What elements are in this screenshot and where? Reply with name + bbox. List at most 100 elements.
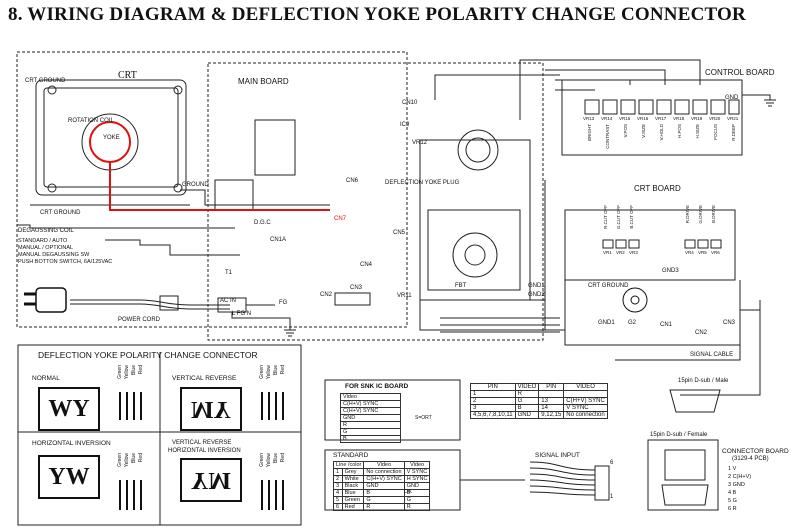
vert-rev-hor-inv-label-2: HORIZONTAL INVERSION <box>168 448 241 454</box>
standard-cell: 3 <box>333 482 343 490</box>
cn3-crt-label: CN3 <box>723 320 736 326</box>
standard-cell: 4 <box>333 489 343 497</box>
standard-cell: Blue <box>341 489 365 497</box>
standard-col-video-2: Video <box>403 461 431 469</box>
degaussing-coil-label: DEGAUSSING COIL <box>18 228 74 234</box>
standard-cell: G <box>403 496 431 504</box>
connector-board-sub-label: (3129-4 PCB) <box>732 456 769 462</box>
pot-function-label: H.POS <box>677 124 682 139</box>
control-board-label: CONTROL BOARD <box>705 68 775 77</box>
snk-row: R <box>340 421 401 429</box>
snk-cell: Video <box>340 393 401 401</box>
pot-id-label: VR15 <box>619 116 631 121</box>
snk-row: C(H+V) SYNC <box>340 400 401 408</box>
g2-label: G2 <box>628 320 637 326</box>
gnd2-main-label: GND2 <box>528 292 545 298</box>
pot-id-label: VR20 <box>709 116 721 121</box>
crt-label: CRT <box>118 70 137 81</box>
main-board-label: MAIN BOARD <box>238 77 289 86</box>
snk-row: B <box>340 435 401 443</box>
vert-rev-hor-inv-label-1: VERTICAL REVERSE <box>172 440 232 446</box>
standard-cell: R <box>363 503 405 511</box>
pin-table-cell: 1 <box>470 390 516 398</box>
polarity-code-normal: WY <box>38 387 100 431</box>
snk-cell: G <box>340 428 401 436</box>
drive-label: R.DRIVE <box>685 205 690 224</box>
snk-cell: B <box>340 435 401 443</box>
signal-input-label: SIGNAL INPUT <box>535 452 580 459</box>
cutoff-label: B.CUT OFF <box>629 205 634 229</box>
cn2-label: CN2 <box>320 292 333 298</box>
pot-id-label: VR16 <box>637 116 649 121</box>
wire-color-label: Green <box>117 365 123 379</box>
pot-function-label: BRIGHT <box>587 124 592 142</box>
pin-table-cell: G <box>514 397 540 405</box>
cn4-label: CN4 <box>360 262 373 268</box>
standard-col-video-1: Video <box>363 461 405 469</box>
polarity-code-both: YM <box>180 458 242 502</box>
cn10-label: CN10 <box>402 100 418 106</box>
pin6-label: 6 <box>610 460 614 466</box>
wire-color-label: Green <box>259 453 265 467</box>
pot-function-label: FOCUS <box>713 124 718 140</box>
connector-pin-label: 1 V <box>728 466 737 472</box>
standard-cell: 6 <box>333 503 343 511</box>
snk-row: G <box>340 428 401 436</box>
connector-board-label: CONNECTOR BOARD <box>722 448 789 455</box>
standard-cell: Black <box>341 482 365 490</box>
pot-id-label: VR21 <box>727 116 739 121</box>
horizontal-inversion-label: HORIZONTAL INVERSION <box>32 440 111 447</box>
gnd3-label: GND3 <box>662 268 679 274</box>
cn5-label: CN5 <box>393 230 406 236</box>
wire-color-label: Yellow <box>266 365 272 380</box>
signal-cable-label: SIGNAL CABLE <box>690 352 734 358</box>
standard-cell: R <box>403 503 431 511</box>
wire-color-label: Green <box>259 365 265 379</box>
rotation-coil-label: ROTATION COIL <box>68 118 114 124</box>
pin-table-cell: 3 <box>470 404 516 412</box>
snk-short-label: S=ORT <box>415 415 432 421</box>
power-cord-label: POWER CORD <box>118 317 160 323</box>
pin-table-header: VIDEO <box>563 383 608 391</box>
pot-function-label: H.SIZE <box>695 124 700 139</box>
pin-table-header: PIN <box>538 383 565 391</box>
dsub-female-label: 15pin D-sub / Female <box>650 432 708 438</box>
normal-label: NORMAL <box>32 375 60 382</box>
standard-cell: Green <box>341 496 365 504</box>
crt-socket-icon <box>622 287 648 313</box>
ground-label: GROUND <box>182 182 209 188</box>
snk-cell: C(H+V) SYNC <box>340 400 401 408</box>
vr12-label: VR12 <box>412 140 428 146</box>
page-title: 8. WIRING DIAGRAM & DEFLECTION YOKE POLA… <box>8 4 746 25</box>
standard-heading: STANDARD <box>333 452 369 459</box>
standard-cell: H SYNC <box>403 475 431 483</box>
snk-heading: FOR SNK IC BOARD <box>345 383 409 390</box>
cn2-crt-label: CN2 <box>695 330 708 336</box>
snk-row: GND <box>340 414 401 422</box>
pot-id-label: VR13 <box>583 116 595 121</box>
pot-function-label: V.SIZE <box>641 124 646 138</box>
pin-table-cell: V SYNC <box>563 404 608 412</box>
standard-cell: G <box>363 496 405 504</box>
connector-pin-label: 2 C(H+V) <box>728 474 752 480</box>
pin-table-cell: 4,5,6,7,8,10,11 <box>470 411 516 419</box>
connector-pin-label: 5 G <box>728 498 737 504</box>
snk-cell: R <box>340 421 401 429</box>
cutoff-label: G.CUT OFF <box>616 205 621 230</box>
standard-cell: C(H+V) SYNC <box>363 475 405 483</box>
standard-cell: Grey <box>341 468 365 476</box>
pin-table-cell <box>563 390 608 398</box>
cutoff-label: R.CUT OFF <box>603 205 608 229</box>
standard-cell: White <box>341 475 365 483</box>
connector-pin-label: 4 B <box>728 490 737 496</box>
deflection-yoke-plug-label: DEFLECTION YOKE PLUG <box>385 180 460 186</box>
crt-ground-bottom-label: CRT GROUND <box>40 210 81 216</box>
pot-id-label: VR19 <box>691 116 703 121</box>
